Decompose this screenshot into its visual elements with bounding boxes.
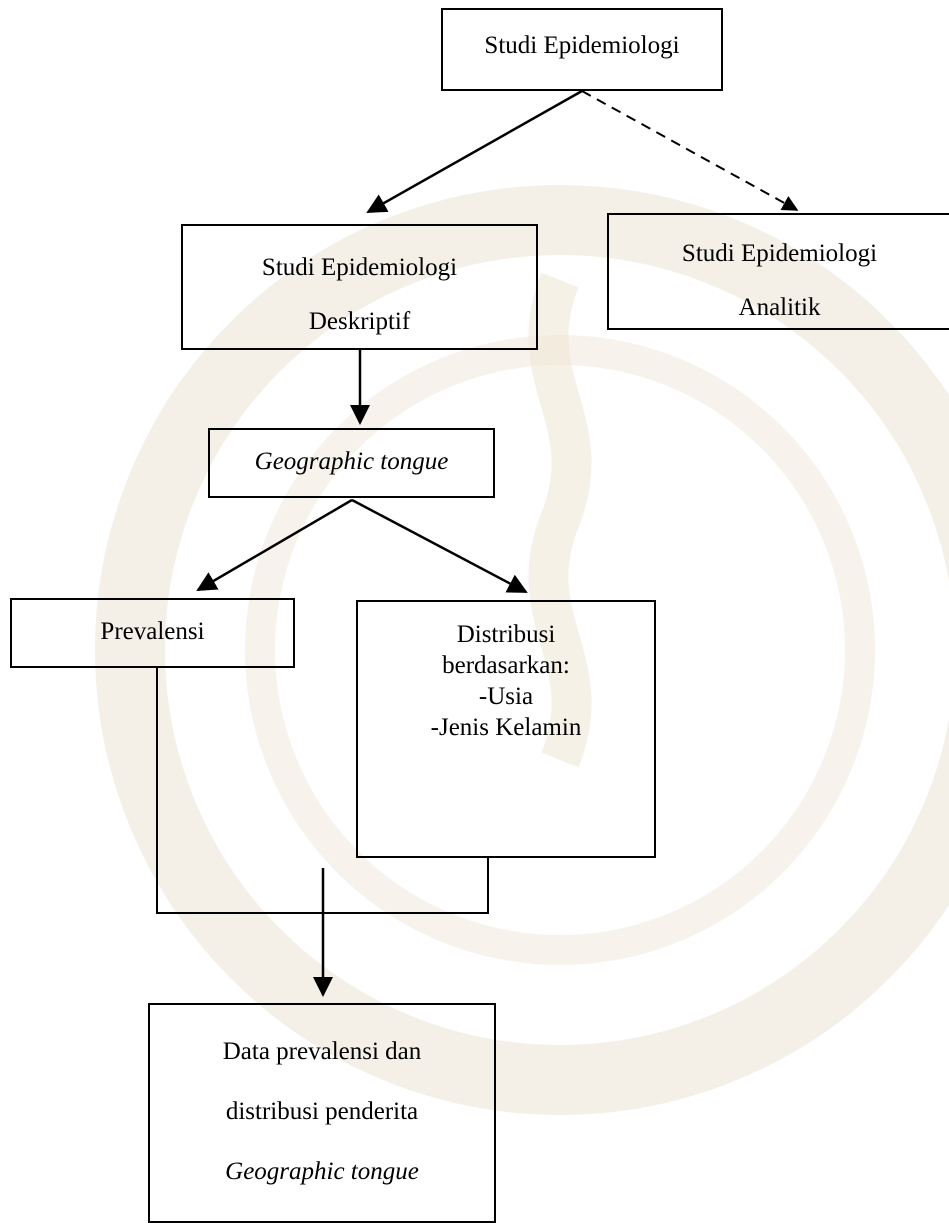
node-label: -Usia [478,683,534,710]
node-label: berdasarkan: [442,652,570,679]
node-studi-epidemiologi: Studi Epidemiologi [441,8,723,91]
node-label: distribusi penderita [225,1098,419,1125]
arrow-geo-to-prevalence [196,498,353,592]
node-label: Studi Epidemiologi [681,240,878,267]
node-label: -Jenis Kelamin [430,714,582,741]
node-studi-analitik: Studi Epidemiologi Analitik [607,213,949,330]
node-data-result: Data prevalensi dan distribusi penderita… [148,1003,496,1223]
node-label: Data prevalensi dan [222,1038,422,1065]
node-label: Geographic tongue [225,1158,419,1185]
node-prevalensi: Prevalensi [10,598,295,668]
node-label: Studi Epidemiologi [484,32,680,59]
arrow-geo-to-distribution [351,498,528,594]
arrow-root-to-descriptive [366,89,583,214]
node-label: Prevalensi [100,618,205,645]
node-distribusi: Distribusi berdasarkan: -Usia -Jenis Kel… [356,600,656,858]
node-label: Deskriptif [308,308,411,335]
node-label: Distribusi [456,621,556,648]
node-label: Analitik [738,294,821,321]
node-label: Studi Epidemiologi [261,254,458,281]
node-geographic-tongue: Geographic tongue [208,428,495,498]
node-label: Geographic tongue [254,448,449,475]
dashed-arrow-root-to-analytic [581,90,799,211]
node-studi-deskriptif: Studi Epidemiologi Deskriptif [181,224,538,350]
